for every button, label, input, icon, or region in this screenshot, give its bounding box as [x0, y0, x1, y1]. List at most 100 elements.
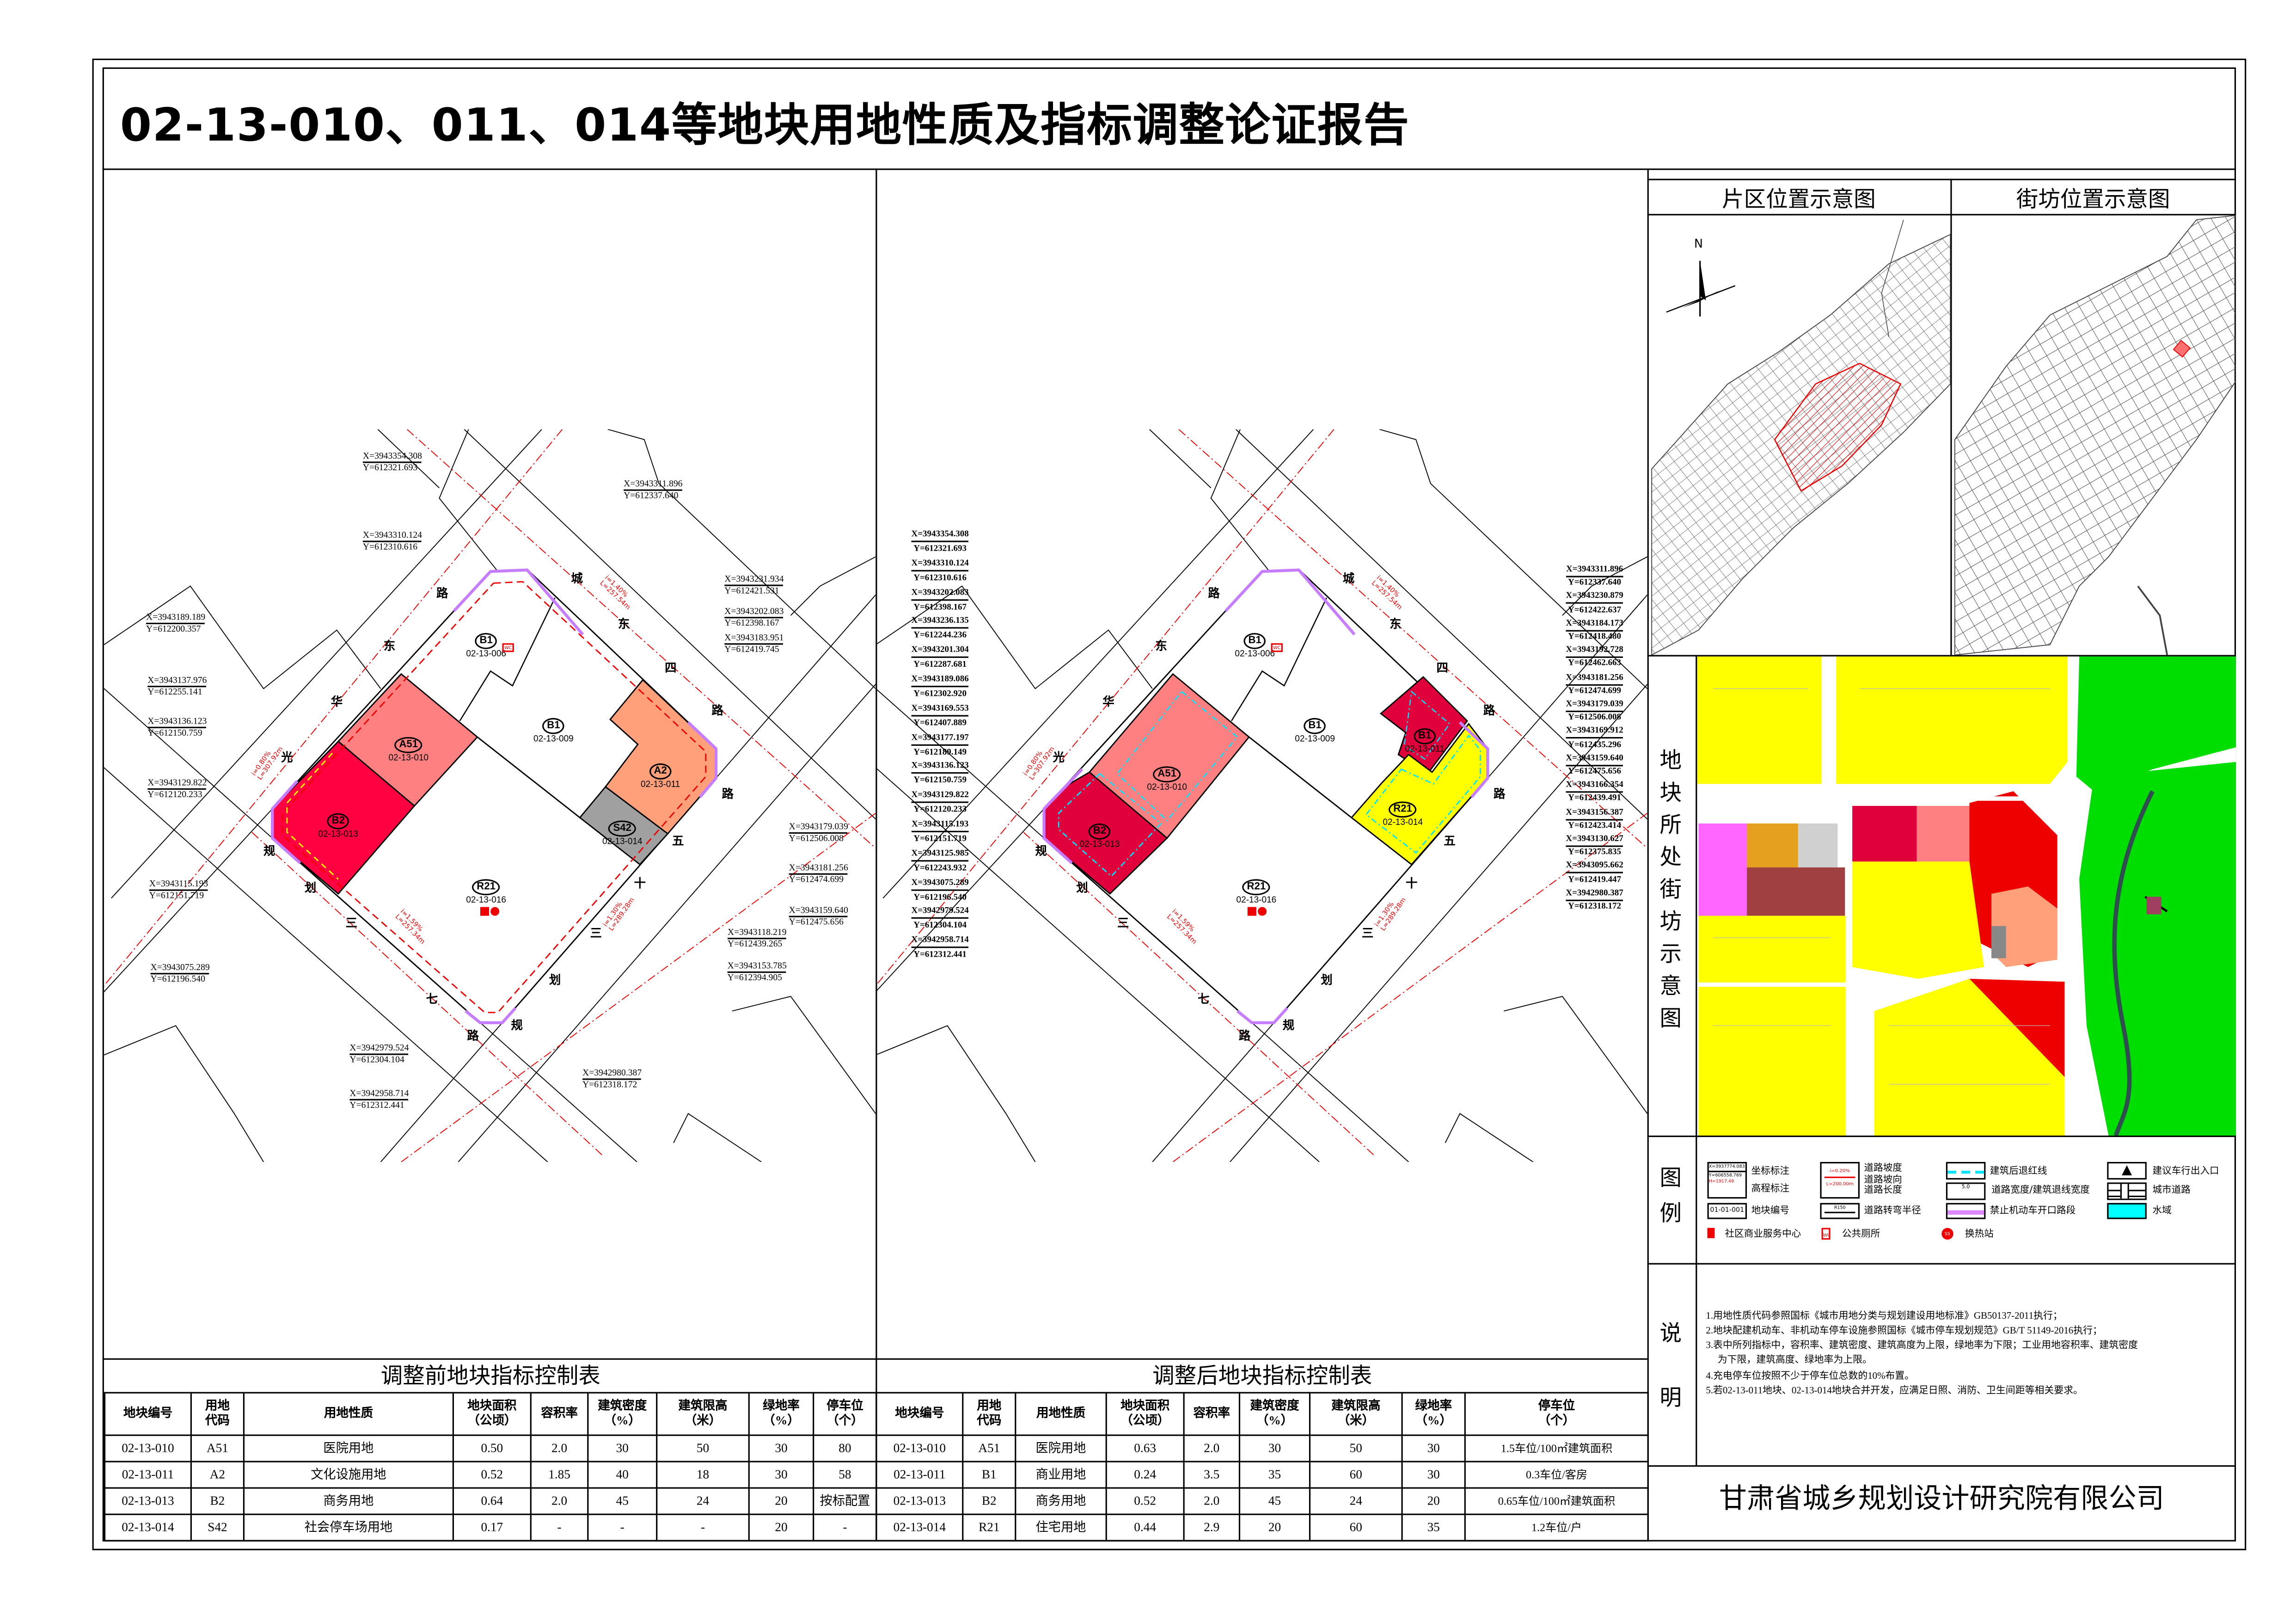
coordinate-label: Y=612244.236	[913, 632, 967, 641]
coord-x: X=3943183.951	[724, 633, 784, 645]
coordinate-label: X=3943189.086	[911, 676, 969, 688]
table-cell: A2	[190, 1460, 245, 1488]
parcel-code-badge: R21	[1243, 879, 1270, 896]
legend-water-swatch	[2107, 1203, 2147, 1219]
heat-station-icon: SS	[1941, 1228, 1953, 1240]
coord-x: X=3942980.387	[582, 1068, 642, 1080]
coord-y: Y=612255.141	[147, 687, 202, 698]
road-name-char: 规	[1282, 1019, 1295, 1032]
column-header: 容积率	[530, 1391, 589, 1436]
parcel-id: 02-13-006	[1235, 651, 1275, 660]
legend-radius-value: R150	[1834, 1204, 1846, 1210]
coordinate-label: X=3943095.662	[1566, 862, 1623, 874]
road-name-char: 五	[1444, 834, 1456, 848]
coord-x: X=3943129.822	[147, 778, 207, 790]
road-name-char: 华	[1102, 695, 1114, 709]
table-cell: 商务用地	[243, 1486, 454, 1515]
wc-icon: WC	[502, 643, 514, 652]
table-cell: 1.85	[530, 1460, 589, 1488]
note-2: 2.地块配建机动车、非机动车停车设施参照国标《城市停车规划规范》GB/T 511…	[1706, 1326, 2102, 1337]
coord-y: Y=612398.167	[724, 618, 779, 629]
note-1: 1.用地性质代码参照国标《城市用地分类与规划建设用地标准》GB50137-201…	[1706, 1311, 2063, 1322]
after-adjustment-map	[877, 429, 1647, 1162]
coord-y: Y=612419.745	[724, 645, 779, 655]
parcel-code-badge: A51	[394, 737, 422, 753]
table-cell: -	[656, 1512, 750, 1541]
note-3-cont: 为下限，建筑高度、绿地率为上限。	[1717, 1355, 1872, 1366]
legend-water-label: 水域	[2152, 1204, 2172, 1216]
road-name-char: 规	[1035, 844, 1047, 858]
coordinate-label: X=3943125.985	[911, 849, 969, 861]
table-cell: 30	[748, 1460, 814, 1488]
road-name-char: 三	[1361, 927, 1374, 940]
legend-radius-sample: R150	[1820, 1203, 1860, 1219]
legend-wc-label: 公共厕所	[1842, 1228, 1880, 1240]
site-marker	[2173, 340, 2191, 358]
table-cell: 3.5	[1183, 1460, 1241, 1488]
road-name-char: 四	[665, 661, 677, 675]
road-name-char: 三	[1117, 916, 1129, 930]
table-cell: 1.2车位/户	[1464, 1512, 1649, 1541]
table-cell: 35	[1401, 1512, 1466, 1541]
table-cell: 2.0	[1183, 1486, 1241, 1515]
wc-icon: WC	[1271, 643, 1283, 652]
parcel-id: 02-13-013	[1079, 841, 1120, 850]
table-title: 调整前地块指标控制表	[104, 1359, 877, 1393]
company-name: 甘肃省城乡规划设计研究院有限公司	[1719, 1483, 2164, 1515]
legend-coord-sample: X=3937774.083 Y=606558.769 H=1917.49	[1707, 1162, 1747, 1199]
coordinate-label: Y=612337.640	[1568, 579, 1622, 588]
table-cell: 02-13-013	[876, 1486, 964, 1515]
column-header: 建筑密度 （%）	[587, 1391, 658, 1436]
coord-y: Y=612150.759	[147, 728, 202, 739]
coord-y: Y=612312.441	[349, 1100, 404, 1111]
coordinate-label: Y=612189.149	[913, 748, 967, 757]
legend-entrance-icon: ▲	[2107, 1162, 2147, 1180]
road-name-char: 华	[331, 695, 343, 709]
parcel-code-badge: S42	[608, 820, 636, 837]
legend-setback-label: 建筑后退红线	[1990, 1165, 2047, 1177]
table-divider	[102, 1358, 1647, 1360]
outer-frame	[92, 58, 2247, 1550]
coord-x: X=3943181.256	[789, 863, 848, 875]
side-top-line	[1647, 178, 2236, 180]
coord-y: Y=612200.357	[146, 624, 201, 635]
coordinate-label: Y=612422.637	[1568, 606, 1622, 615]
table-cell: A51	[962, 1433, 1016, 1462]
coordinate-label: Y=612321.693	[913, 545, 967, 554]
table-cell: 文化设施用地	[243, 1460, 454, 1488]
road-name-char: 三	[590, 927, 602, 940]
road-name-char: 路	[722, 787, 734, 801]
coordinate-label: X=3943192.728	[1566, 646, 1623, 658]
coordinate-label: Y=612304.104	[913, 922, 967, 931]
legend-coord-label: 坐标标注	[1751, 1165, 1789, 1177]
table-cell: 20	[748, 1486, 814, 1515]
road-name-char: 城	[571, 572, 583, 586]
parcel-code-badge: B2	[327, 813, 349, 829]
parcel-id: 02-13-016	[466, 897, 507, 906]
coordinate-label: X=3943159.640	[1566, 754, 1623, 766]
legend-commerce-label: 社区商业服务中心	[1725, 1228, 1801, 1240]
parcel-id: 02-13-009	[533, 735, 574, 744]
coordinate-label: Y=612462.663	[1568, 660, 1622, 669]
road-name-char: 规	[263, 844, 276, 858]
legend-width-value: 5.0	[1961, 1184, 1970, 1190]
coord-y: Y=612151.719	[149, 891, 204, 901]
table-cell: 30	[1401, 1460, 1466, 1488]
legend-coord-h: H=1917.49	[1708, 1178, 1734, 1184]
coordinate-label: X=3942980.387	[1566, 889, 1623, 901]
coord-y: Y=612475.656	[789, 917, 844, 928]
coord-y: Y=612310.616	[362, 542, 418, 553]
coordinate-label: Y=612419.447	[1568, 875, 1622, 885]
table-cell: 02-13-014	[104, 1512, 192, 1541]
parcel-id: 02-13-013	[318, 830, 359, 840]
legend-slope-l: L=200.00m	[1826, 1181, 1854, 1187]
